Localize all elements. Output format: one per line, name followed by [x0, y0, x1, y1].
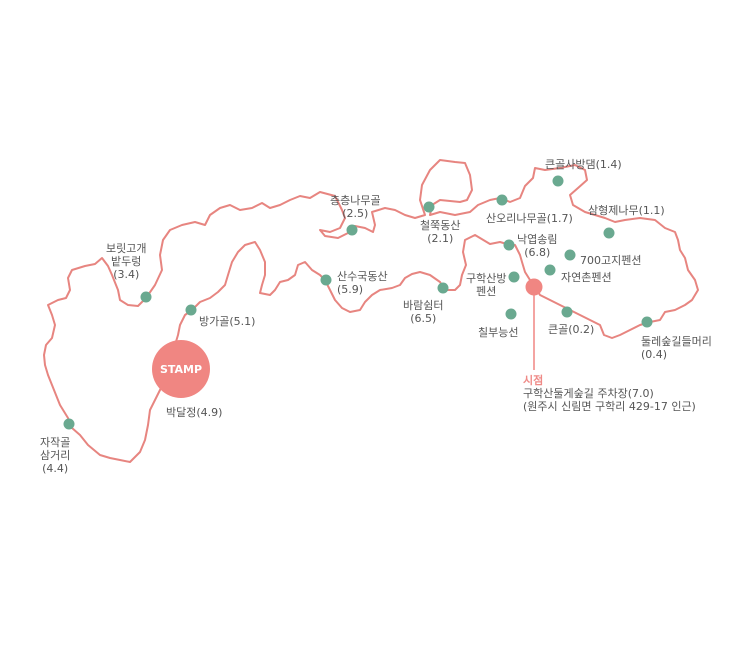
point-marker-borit[interactable] — [140, 291, 152, 303]
stamp-label: STAMP — [159, 362, 203, 376]
label-baram: 바람쉼터(6.5) — [403, 299, 444, 325]
start-title: 시점 — [523, 374, 544, 387]
point-marker-jayeonchon[interactable] — [544, 264, 556, 276]
trail-route-line — [43, 159, 699, 463]
point-marker-keungol[interactable] — [561, 306, 573, 318]
point-marker-chilbu[interactable] — [505, 308, 517, 320]
point-marker-dulle[interactable] — [641, 316, 653, 328]
label-bakdaljeong: 박달정(4.9) — [166, 406, 223, 419]
stamp-circle[interactable] — [152, 340, 210, 398]
label-cheoljjuk: 철쭉동산(2.1) — [420, 219, 461, 245]
point-marker-sanori[interactable] — [496, 194, 508, 206]
label-chilbu: 칠부능선 — [478, 326, 519, 339]
start-info: 시점 구학산둘게숲길 주차장(7.0) (원주시 신림면 구학리 429-17 … — [523, 374, 696, 413]
label-pension700: 700고지펜션 — [580, 254, 642, 267]
label-jayeonchon: 자연촌펜션 — [561, 271, 612, 284]
point-marker-samhyeong[interactable] — [603, 227, 615, 239]
label-samhyeong: 삼형제나무(1.1) — [588, 204, 665, 217]
start-line1: 구학산둘게숲길 주차장(7.0) — [523, 387, 654, 400]
label-banggagol: 방가골(5.1) — [199, 315, 256, 328]
point-marker-guhaksanbang[interactable] — [508, 271, 520, 283]
point-marker-jajakgol[interactable] — [63, 418, 75, 430]
label-dulle: 둘레숲길들머리(0.4) — [641, 335, 712, 361]
start-line2: (원주시 신림면 구학리 429-17 인근) — [523, 400, 696, 413]
point-marker-banggagol[interactable] — [185, 304, 197, 316]
label-keungolsabang: 큰골사방댐(1.4) — [545, 158, 622, 171]
start-point-marker[interactable] — [525, 278, 543, 296]
point-marker-keungolsabang[interactable] — [552, 175, 564, 187]
point-marker-cheoljjuk[interactable] — [423, 201, 435, 213]
point-marker-cheungcheung[interactable] — [346, 224, 358, 236]
label-sanori: 산오리나무골(1.7) — [486, 212, 573, 225]
point-marker-sansu[interactable] — [320, 274, 332, 286]
label-nagyeop: 낙엽송림(6.8) — [517, 233, 558, 259]
label-cheungcheung: 층층나무골(2.5) — [330, 194, 381, 220]
label-sansu: 산수국동산(5.9) — [337, 270, 388, 296]
label-keungol: 큰골(0.2) — [548, 323, 595, 336]
point-marker-baram[interactable] — [437, 282, 449, 294]
point-marker-nagyeop[interactable] — [503, 239, 515, 251]
point-marker-pension700[interactable] — [564, 249, 576, 261]
